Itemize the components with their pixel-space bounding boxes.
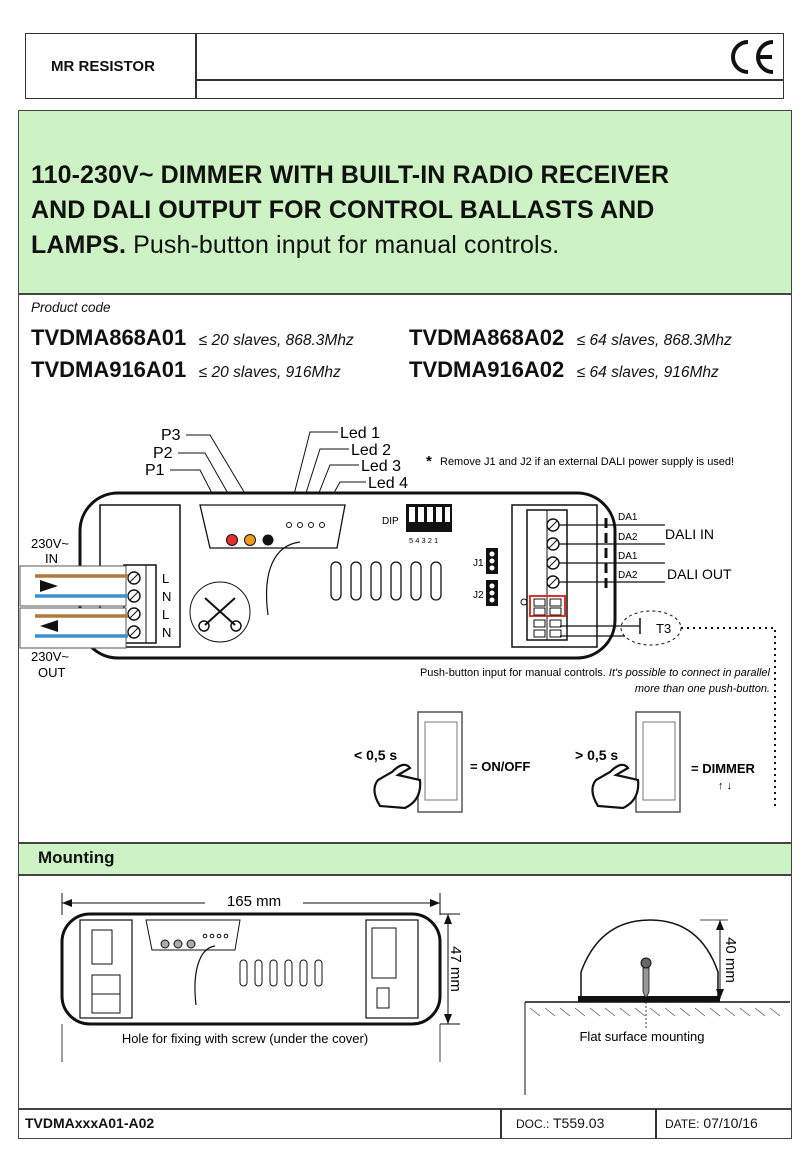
- product-code-row-4: TVDMA916A02 ≤ 64 slaves, 916Mhz: [409, 357, 719, 383]
- title-line-3: LAMPS. Push-button input for manual cont…: [31, 228, 771, 263]
- t3-label: T3: [656, 621, 671, 636]
- footer-divider-1: [500, 1109, 502, 1139]
- width-dimension: 165 mm: [227, 893, 281, 910]
- pushbutton-note: Push-button input for manual controls. I…: [420, 667, 771, 679]
- footer-model: TVDMAxxxA01-A02: [25, 1115, 155, 1131]
- note-star: *: [426, 453, 432, 470]
- date-value: 07/10/16: [703, 1115, 758, 1131]
- button-label-p3: P3: [161, 427, 181, 444]
- ce-mark-icon: [728, 38, 778, 81]
- button-label-p2: P2: [153, 445, 173, 462]
- terminal-label: N: [162, 589, 171, 604]
- header-bar: [25, 33, 784, 99]
- dali-terminal: DA1: [618, 512, 638, 523]
- title-band: [18, 110, 792, 294]
- led-black: [262, 534, 274, 546]
- wiring-diagram: P3 P2 P1 Led 1 Led 2 Led 3 Led 4 * Remov…: [19, 425, 776, 813]
- mounting-diagram: 165 mm 47 mm Hole for fixing with screw …: [60, 893, 790, 1095]
- footer-doc: DOC.: T559.03: [516, 1115, 604, 1131]
- jumper-j2-label: J2: [473, 590, 484, 601]
- terminal-label: L: [162, 607, 169, 622]
- led-label-1: Led 1: [340, 425, 380, 442]
- doc-value: T559.03: [552, 1115, 605, 1131]
- product-code-row-1: TVDMA868A01 ≤ 20 slaves, 868.3Mhz: [31, 325, 354, 351]
- pushbutton-note-2: more than one push-button.: [635, 683, 770, 695]
- title-line-3-bold: LAMPS.: [31, 231, 127, 259]
- led-label-3: Led 3: [361, 458, 401, 475]
- short-press-action: = ON/OFF: [470, 759, 530, 774]
- product-code: TVDMA868A02: [409, 325, 565, 350]
- jumper-j1-label: J1: [473, 558, 484, 569]
- jumper-note: Remove J1 and J2 if an external DALI pow…: [440, 456, 734, 468]
- mounting-title: Mounting: [38, 848, 115, 867]
- short-press-label: < 0,5 s: [354, 747, 397, 763]
- title-subtitle: Push-button input for manual controls.: [133, 231, 560, 259]
- led-label-4: Led 4: [368, 475, 408, 492]
- product-code-note: ≤ 20 slaves, 868.3Mhz: [198, 332, 354, 349]
- page-title: 110-230V~ DIMMER WITH BUILT-IN RADIO REC…: [31, 158, 771, 263]
- product-code-note: ≤ 64 slaves, 868.3Mhz: [576, 332, 732, 349]
- dip-label: DIP: [382, 516, 399, 527]
- dali-terminal: DA2: [618, 532, 638, 543]
- dali-in-label: DALI IN: [665, 526, 714, 542]
- flat-mount-note: Flat surface mounting: [579, 1029, 704, 1044]
- mounting-header: [18, 843, 792, 875]
- output-voltage-label: 230V~: [31, 649, 69, 664]
- date-label: DATE:: [665, 1117, 700, 1131]
- dali-terminal: DA2: [618, 570, 638, 581]
- output-out-label: OUT: [38, 665, 66, 680]
- footer-bar: [18, 1109, 792, 1139]
- title-line-2: AND DALI OUTPUT FOR CONTROL BALLASTS AND: [31, 196, 655, 224]
- dali-terminal: DA1: [618, 551, 638, 562]
- dip-numbers: 5 4 3 2 1: [409, 536, 438, 545]
- led-label-2: Led 2: [351, 442, 391, 459]
- led-red: [226, 534, 238, 546]
- terminal-label: L: [162, 571, 169, 586]
- product-code-label: Product code: [31, 300, 111, 315]
- led-orange: [244, 534, 256, 546]
- input-in-label: IN: [45, 551, 58, 566]
- dimmer-arrows: ↑ ↓: [718, 780, 732, 792]
- mounting-frame: [18, 875, 792, 1109]
- content-frame: [18, 294, 792, 843]
- depth-dimension: 40 mm: [722, 937, 739, 983]
- title-line-1: 110-230V~ DIMMER WITH BUILT-IN RADIO REC…: [31, 161, 670, 189]
- product-code: TVDMA916A01: [31, 357, 187, 382]
- product-code-note: ≤ 20 slaves, 916Mhz: [198, 364, 341, 381]
- button-label-p1: P1: [145, 462, 165, 479]
- brand-name: MR RESISTOR: [51, 58, 155, 75]
- header-divider: [195, 33, 197, 99]
- product-code-row-3: TVDMA916A01 ≤ 20 slaves, 916Mhz: [31, 357, 341, 383]
- footer-divider-2: [655, 1109, 657, 1139]
- long-press-label: > 0,5 s: [575, 747, 618, 763]
- hole-note: Hole for fixing with screw (under the co…: [122, 1031, 368, 1046]
- product-code: TVDMA868A01: [31, 325, 187, 350]
- long-press-action: = DIMMER: [691, 761, 756, 776]
- input-voltage-label: 230V~: [31, 536, 69, 551]
- product-code-note: ≤ 64 slaves, 916Mhz: [576, 364, 719, 381]
- product-code-row-2: TVDMA868A02 ≤ 64 slaves, 868.3Mhz: [409, 325, 732, 351]
- dali-out-label: DALI OUT: [667, 566, 732, 582]
- footer-date: DATE: 07/10/16: [665, 1115, 758, 1131]
- terminal-label: N: [162, 625, 171, 640]
- doc-label: DOC.:: [516, 1117, 550, 1131]
- product-code: TVDMA916A02: [409, 357, 565, 382]
- height-dimension: 47 mm: [447, 946, 464, 992]
- header-inner-line: [195, 79, 784, 81]
